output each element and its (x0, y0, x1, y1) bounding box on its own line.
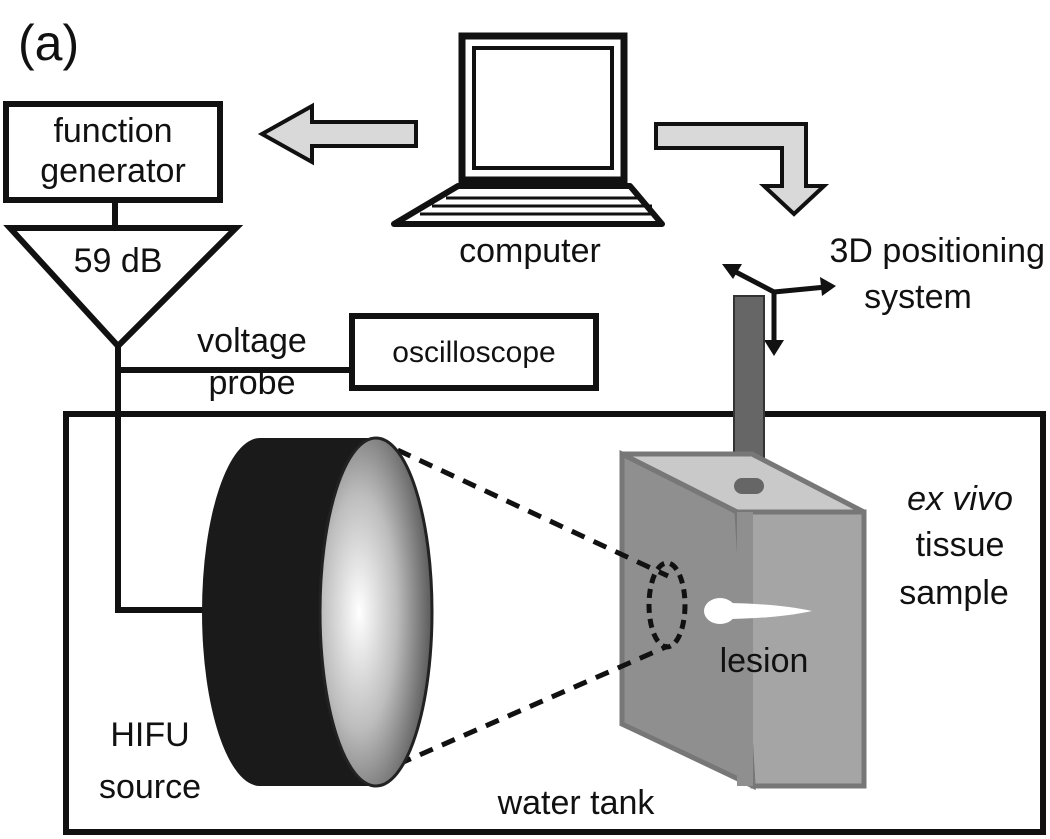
amplifier: 59 dB (3, 225, 244, 351)
function-generator-label-1: function (53, 112, 172, 150)
three-axis-arrows-icon (722, 264, 836, 356)
function-generator-label-2: generator (40, 152, 186, 190)
lesion-label: lesion (720, 642, 809, 680)
panel-label: (a) (18, 15, 79, 71)
voltage-probe-label-1: voltage (197, 322, 307, 360)
hifu-transducer (202, 436, 434, 788)
computer-label: computer (459, 232, 601, 270)
computer-to-generator-arrow (257, 102, 418, 166)
tissue-sample (619, 449, 867, 791)
amplifier-to-source-wire (115, 346, 205, 613)
amplifier-gain-label: 59 dB (74, 242, 163, 280)
tissue-label-3: sample (899, 574, 1009, 612)
computer-to-positioning-arrow (654, 122, 830, 217)
lesion-mark (704, 598, 812, 624)
oscilloscope-label: oscilloscope (392, 336, 555, 369)
oscilloscope: oscilloscope (349, 313, 599, 391)
hifu-source-label-1: HIFU (110, 716, 189, 754)
tissue-label-2: tissue (916, 526, 1005, 564)
computer-icon (391, 32, 665, 227)
positioning-system-label-1: 3D positioning (830, 232, 1045, 270)
hifu-source-label-2: source (99, 768, 201, 806)
tissue-label-1: ex vivo (907, 480, 1013, 518)
beam-upper-line (374, 437, 670, 579)
water-tank (63, 411, 1046, 835)
water-tank-label: water tank (497, 784, 656, 822)
voltage-probe-label-2: probe (209, 364, 296, 402)
function-generator: function generator (3, 101, 223, 203)
positioning-system-label-2: system (864, 278, 972, 316)
beam-lower-line (374, 643, 670, 777)
